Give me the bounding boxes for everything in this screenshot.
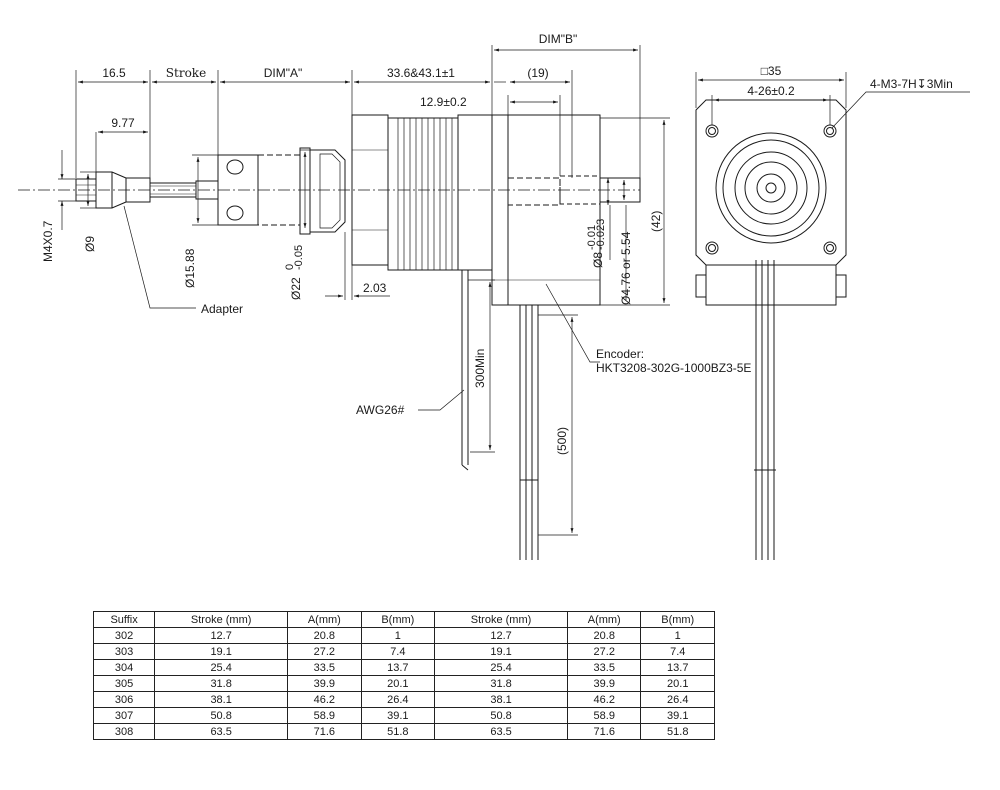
- table-cell: 26.4: [360, 691, 436, 708]
- stroke-label: Stroke: [166, 66, 206, 80]
- encoder-shape: [491, 114, 601, 306]
- table-cell: 39.1: [360, 707, 436, 724]
- dim-9-77-label: 9.77: [111, 116, 135, 130]
- table-header: Suffix: [92, 611, 156, 628]
- encoder-model-label: HKT3208-302G-1000BZ3-5E: [596, 361, 751, 375]
- table-cell: 38.1: [154, 691, 289, 708]
- dim-19-label: (19): [527, 66, 548, 80]
- thread-label: M4X0.7: [41, 220, 55, 262]
- dia-shaft-label: Ø4.76 or 5.54: [619, 231, 633, 305]
- table-header: Stroke (mm): [154, 611, 289, 628]
- dim-42-label: (42): [649, 211, 663, 232]
- table-header: Stroke (mm): [434, 611, 568, 628]
- dia-22-label: Ø22: [289, 277, 303, 300]
- table-cell: 13.7: [640, 659, 715, 676]
- table-row: 306 38.1 46.2 26.4 38.1 46.2 26.4: [92, 691, 715, 708]
- motor-dimension-drawing: 16.5 Stroke DIM"A" 33.6&43.1±1 9.77 M4X0…: [18, 32, 970, 560]
- table-cell: 25.4: [154, 659, 289, 676]
- nut-flange-shape: [217, 154, 259, 226]
- table-header: B(mm): [640, 611, 715, 628]
- table-cell: 51.8: [640, 723, 715, 740]
- dim-500-label: (500): [555, 427, 569, 455]
- dim-16-5-label: 16.5: [102, 66, 126, 80]
- table-cell: 13.7: [360, 659, 436, 676]
- table-row: 302 12.7 20.8 1 12.7 20.8 1: [92, 627, 715, 644]
- table-cell: 39.1: [640, 707, 715, 724]
- table-cell: 39.9: [566, 675, 642, 692]
- dia-22-tol-upper: 0: [284, 264, 296, 270]
- table-row: 303 19.1 27.2 7.4 19.1 27.2 7.4: [92, 643, 715, 660]
- table-cell: 46.2: [566, 691, 642, 708]
- table-cell: 50.8: [154, 707, 289, 724]
- table-cell: 20.1: [360, 675, 436, 692]
- table-header: A(mm): [566, 611, 642, 628]
- table-cell: 46.2: [287, 691, 362, 708]
- dim-b-label: DIM"B": [539, 32, 578, 46]
- dia-15-88-label: Ø15.88: [183, 248, 197, 288]
- table-cell: 7.4: [640, 643, 715, 660]
- table-cell: 7.4: [360, 643, 436, 660]
- table-cell: 31.8: [434, 675, 568, 692]
- table-cell: 306: [92, 691, 156, 708]
- table-cell: 307: [92, 707, 156, 724]
- table-cell: 51.8: [360, 723, 436, 740]
- table-cell: 38.1: [434, 691, 568, 708]
- table-cell: 31.8: [154, 675, 289, 692]
- dia-8-label: Ø8: [591, 252, 605, 268]
- table-row: 305 31.8 39.9 20.1 31.8 39.9 20.1: [92, 675, 715, 692]
- front-view-shape: [695, 99, 847, 560]
- table-cell: 39.9: [287, 675, 362, 692]
- table-cell: 27.2: [566, 643, 642, 660]
- table-cell: 12.7: [434, 627, 568, 644]
- table-cell: 1: [360, 627, 436, 644]
- table-cell: 63.5: [434, 723, 568, 740]
- encoder-label: Encoder:: [596, 347, 644, 361]
- table-row: 307 50.8 58.9 39.1 50.8 58.9 39.1: [92, 707, 715, 724]
- mount-holes-label: 4-M3-7H↧3Min: [870, 77, 953, 91]
- table-cell: 33.5: [566, 659, 642, 676]
- table-cell: 71.6: [287, 723, 362, 740]
- table-cell: 25.4: [434, 659, 568, 676]
- dia-9-label: Ø9: [83, 236, 97, 252]
- dim-12-9-label: 12.9±0.2: [420, 95, 467, 109]
- table-cell: 1: [640, 627, 715, 644]
- table-cell: 305: [92, 675, 156, 692]
- table-cell: 58.9: [287, 707, 362, 724]
- table-cell: 50.8: [434, 707, 568, 724]
- spec-table: Suffix Stroke (mm) A(mm) B(mm) Stroke (m…: [92, 611, 715, 740]
- wire-gauge-label: AWG26#: [356, 403, 405, 417]
- table-cell: 20.8: [566, 627, 642, 644]
- dia-22-tol-lower: -0.05: [293, 245, 305, 270]
- dim-a-label: DIM"A": [264, 66, 303, 80]
- table-cell: 303: [92, 643, 156, 660]
- dia-8-tol-upper: -0.01: [586, 225, 598, 250]
- table-cell: 19.1: [434, 643, 568, 660]
- table-cell: 26.4: [640, 691, 715, 708]
- table-cell: 71.6: [566, 723, 642, 740]
- dia-8-tol-lower: -0.023: [595, 219, 607, 250]
- table-cell: 27.2: [287, 643, 362, 660]
- table-cell: 302: [92, 627, 156, 644]
- table-cell: 63.5: [154, 723, 289, 740]
- adapter-label: Adapter: [201, 302, 243, 316]
- body-length-label: 33.6&43.1±1: [387, 66, 455, 80]
- table-cell: 304: [92, 659, 156, 676]
- table-header-row: Suffix Stroke (mm) A(mm) B(mm) Stroke (m…: [92, 611, 715, 628]
- table-cell: 33.5: [287, 659, 362, 676]
- table-cell: 308: [92, 723, 156, 740]
- table-header: A(mm): [287, 611, 362, 628]
- table-cell: 20.1: [640, 675, 715, 692]
- table-header: B(mm): [360, 611, 436, 628]
- table-cell: 20.8: [287, 627, 362, 644]
- table-row: 304 25.4 33.5 13.7 25.4 33.5 13.7: [92, 659, 715, 676]
- table-cell: 19.1: [154, 643, 289, 660]
- table-cell: 58.9: [566, 707, 642, 724]
- hole-spacing-label: 4-26±0.2: [747, 84, 795, 98]
- square-size-label: □35: [761, 64, 782, 78]
- lead-length-label: 300Min: [473, 349, 487, 388]
- table-cell: 12.7: [154, 627, 289, 644]
- table-row: 308 63.5 71.6 51.8 63.5 71.6 51.8: [92, 723, 715, 740]
- dim-2-03-label: 2.03: [363, 281, 387, 295]
